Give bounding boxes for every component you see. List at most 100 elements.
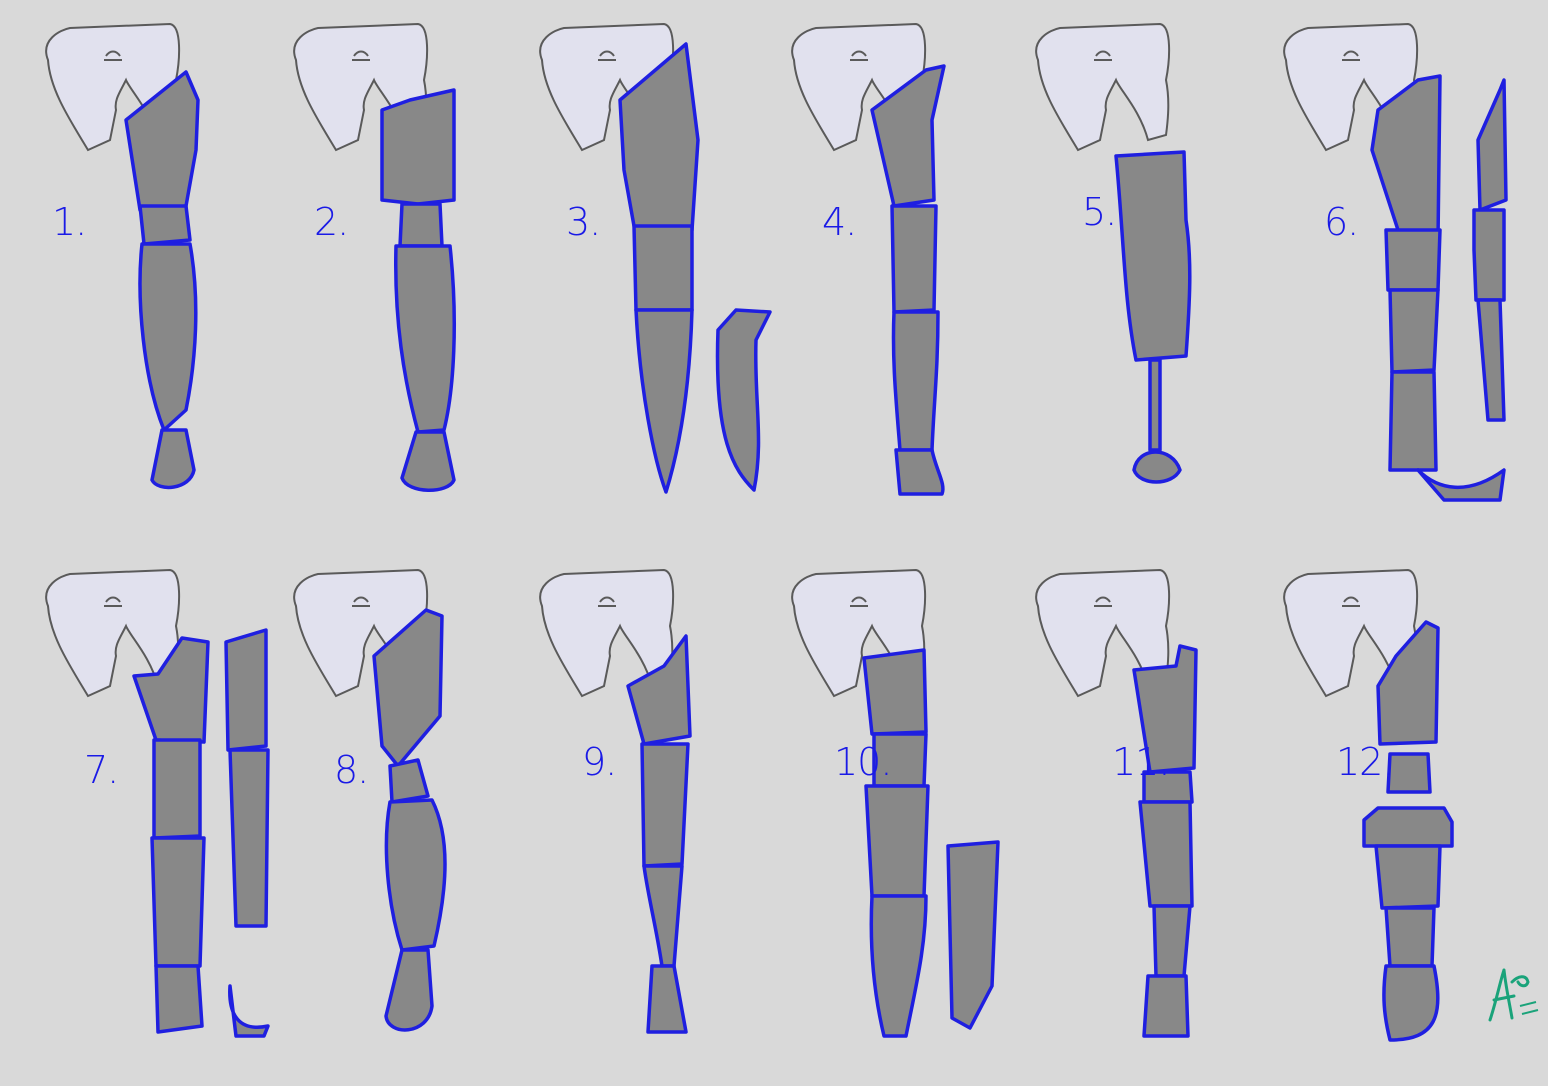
leg-design-3 (524, 0, 782, 540)
hip-outline (1035, 22, 1171, 152)
knee-assembly (152, 738, 202, 840)
navel-mark (598, 50, 616, 61)
hook-foot (228, 984, 270, 1038)
foot (384, 948, 434, 1032)
leg-design-6 (1268, 0, 1526, 540)
shin-strut (869, 894, 928, 1038)
alt-knee (1472, 208, 1506, 302)
leg-drawing (1035, 22, 1192, 484)
knee-shell (640, 742, 690, 868)
foot-pad (1132, 450, 1182, 484)
leg-drawing (45, 568, 270, 1038)
leg-number-label: 7. (84, 748, 119, 792)
leg-number-label: 9. (582, 740, 617, 784)
leg-design-12 (1268, 546, 1526, 1086)
shin-cuff (864, 784, 930, 898)
leg-drawing (293, 568, 447, 1032)
leg-design-5 (1020, 0, 1278, 540)
leg-drawing (1283, 568, 1454, 1042)
leg-number-label: 3. (566, 200, 601, 244)
leg-drawing (1035, 568, 1198, 1038)
socket-shell (1114, 150, 1192, 362)
leg-drawing (539, 568, 692, 1034)
leg-drawing (539, 22, 772, 494)
knee-joint (398, 202, 444, 248)
thigh-shell (372, 608, 444, 768)
foot (150, 428, 196, 490)
leg-drawing (791, 22, 946, 496)
ring-collar (1362, 806, 1454, 848)
foot (1382, 964, 1440, 1042)
leg-number-label: 5. (1082, 190, 1117, 234)
leg-design-1 (30, 0, 288, 540)
shin-shell (150, 836, 206, 968)
knee-joint (388, 758, 430, 804)
leg-number-label: 8. (334, 748, 369, 792)
leg-drawing (293, 22, 457, 492)
alt-shin-blade (715, 308, 772, 492)
artist-signature (1488, 968, 1539, 1022)
navel-mark (104, 596, 122, 607)
alt-thigh (1476, 78, 1508, 212)
leg-drawing (45, 22, 200, 490)
navel-mark (850, 50, 868, 61)
leg-design-8 (278, 546, 536, 1086)
thigh-shell (626, 634, 692, 746)
knee-housing (1384, 228, 1442, 292)
shin-plate (394, 244, 457, 434)
alt-shin-shell (946, 840, 1000, 1030)
leg-number-label: 4. (822, 200, 857, 244)
navel-mark (352, 50, 370, 61)
navel-mark (598, 596, 616, 607)
navel-mark (104, 50, 122, 61)
knee-ring (1142, 770, 1194, 804)
navel-mark (1094, 50, 1112, 61)
navel-mark (1094, 596, 1112, 607)
foot-block (894, 448, 945, 496)
leg-number-label: 11. (1112, 740, 1170, 784)
shin-plate (138, 242, 198, 432)
knee-dome (1386, 752, 1432, 794)
shin-housing (1374, 844, 1442, 910)
shin-blade (634, 308, 694, 494)
shin-strut (1388, 370, 1438, 472)
leg-design-4 (776, 0, 1034, 540)
shin-shell (384, 798, 447, 952)
leg-design-9 (524, 546, 782, 1086)
leg-design-2 (278, 0, 536, 540)
leg-number-label: 2. (314, 200, 349, 244)
navel-mark (352, 596, 370, 607)
navel-mark (1342, 50, 1360, 61)
leg-number-label: 12. (1336, 740, 1394, 784)
leg-number-label: 1. (52, 200, 87, 244)
shin-frame (891, 310, 940, 452)
foot-block (646, 964, 688, 1034)
knee-block (632, 224, 694, 312)
alt-shin (1476, 298, 1506, 422)
knee-joint (138, 204, 192, 246)
foot (400, 430, 456, 492)
leg-design-7 (30, 546, 288, 1086)
shin-guard (1388, 288, 1440, 374)
thigh-plate (1376, 620, 1440, 746)
ankle-block (1384, 906, 1436, 968)
leg-design-11 (1020, 546, 1278, 1086)
pylon (1148, 358, 1162, 452)
thigh-plate (380, 88, 456, 206)
knee-frame (890, 204, 938, 314)
thigh-blocks (862, 648, 928, 736)
leg-number-label: 10. (834, 740, 892, 784)
blade-foot (1416, 468, 1506, 502)
shin-strut (642, 864, 684, 968)
lower-strut (1152, 904, 1192, 978)
foot (1142, 974, 1190, 1038)
shin-shell (1138, 800, 1194, 908)
leg-number-label: 6. (1324, 200, 1359, 244)
navel-mark (1342, 596, 1360, 607)
leg-design-10 (776, 546, 1034, 1086)
navel-mark (850, 596, 868, 607)
alt-shin (228, 748, 270, 928)
leg-drawing (791, 568, 1000, 1038)
alt-thigh (224, 628, 268, 752)
